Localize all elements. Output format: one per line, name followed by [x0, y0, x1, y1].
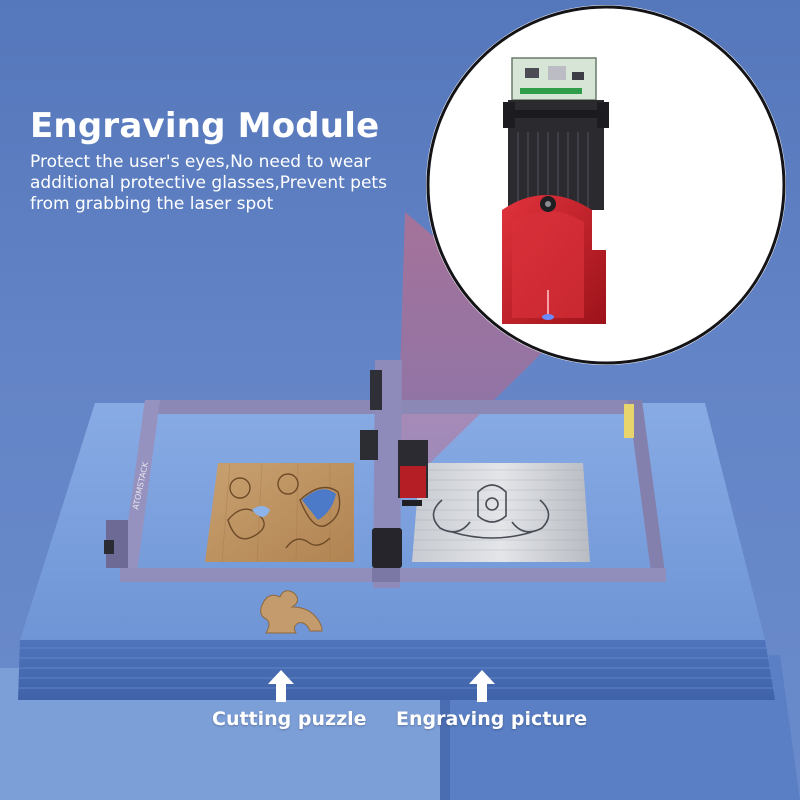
- headline-description: Protect the user's eyes,No need to wear …: [30, 152, 387, 214]
- gantry: [360, 360, 402, 588]
- caption-cutting-puzzle: Cutting puzzle: [212, 708, 367, 730]
- metal-sheet: [412, 463, 590, 562]
- laser-head: [398, 440, 428, 506]
- caption-engraving-picture: Engraving picture: [396, 708, 588, 730]
- arrow-up-icon: [469, 670, 495, 702]
- wood-board: [205, 462, 354, 563]
- module-closeup: [426, 5, 786, 365]
- arrow-up-icon: [268, 670, 294, 702]
- headline-title: Engraving Module: [30, 106, 380, 146]
- cut-puzzle-pieces: [260, 590, 323, 634]
